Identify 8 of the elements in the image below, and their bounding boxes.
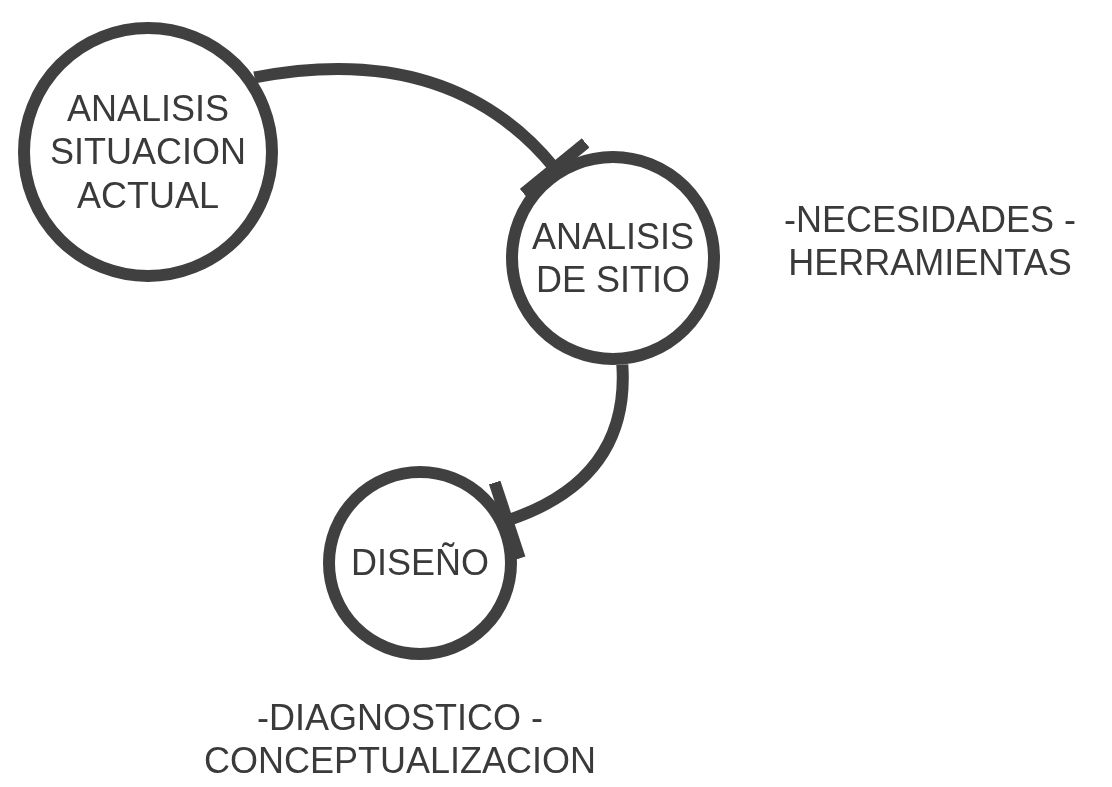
- stage-circle: [18, 22, 278, 282]
- stage-label: ANALISIS SITUACION ACTUAL: [49, 87, 247, 217]
- stage-label: ANALISIS DE SITIO: [530, 214, 696, 302]
- stage-label: DISEÑO: [350, 541, 490, 585]
- stage-note: -NECESIDADES -HERRAMIENTAS: [782, 198, 1077, 285]
- stage-note: -DIAGNOSTICO -CONCEPTUALIZACION: [202, 696, 597, 783]
- stage-circle: [506, 151, 720, 365]
- stage-circle: [323, 466, 517, 660]
